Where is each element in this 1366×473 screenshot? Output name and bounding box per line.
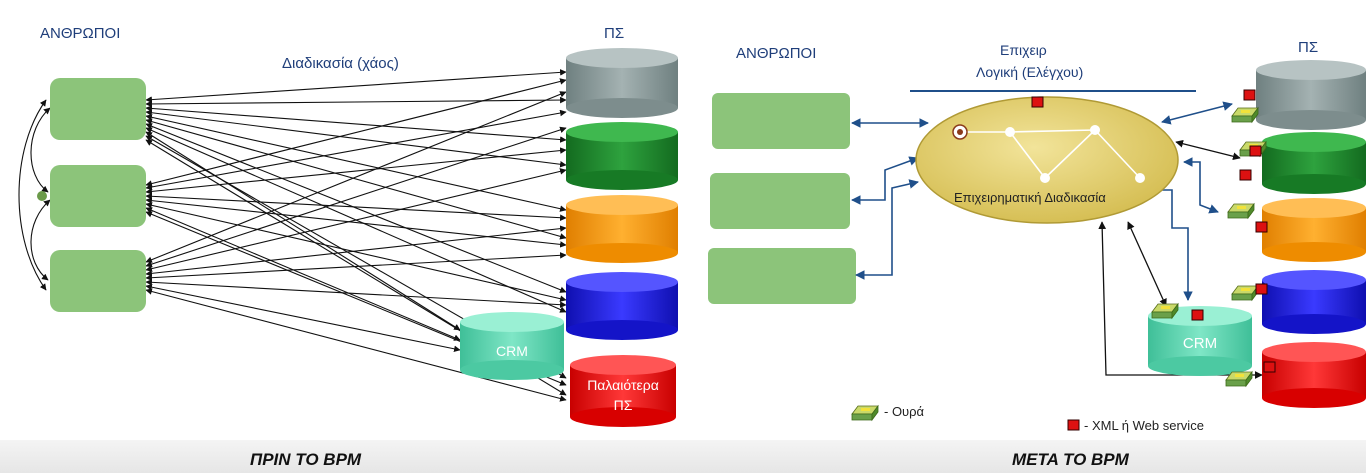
after-db-crm: [1148, 306, 1252, 376]
after-crm-label: CRM: [1183, 335, 1217, 352]
service-marker-icon: [1263, 361, 1276, 373]
before-db-gray: [566, 48, 678, 118]
service-markers: [1031, 89, 1276, 373]
logic-label-line2: Λογική (Ελέγχου): [976, 64, 1083, 80]
before-db-crm: [460, 312, 564, 380]
process-label: Επιχειρηματική Διαδικασία: [954, 190, 1106, 205]
before-process-label: Διαδικασία (χάος): [282, 55, 399, 72]
after-caption: ΜΕΤΑ ΤΟ BPM: [1012, 450, 1129, 469]
before-person-box-2: [50, 165, 146, 227]
queue-icon: [1231, 285, 1259, 301]
legend-service-icon: [1067, 419, 1080, 431]
legend-service-label: - XML ή Web service: [1084, 418, 1204, 433]
logic-label-line1: Επιχειρ: [1000, 42, 1047, 58]
before-systems-label: ΠΣ: [604, 25, 624, 42]
service-marker-icon: [1031, 96, 1044, 108]
service-marker-icon: [1239, 169, 1252, 181]
bottom-caption-band: [0, 440, 1366, 473]
service-marker-icon: [1255, 221, 1268, 233]
before-crm-label: CRM: [496, 343, 528, 359]
connector-dot: [37, 191, 47, 201]
legend-queue-label: - Ουρά: [884, 404, 925, 419]
before-person-box-3: [50, 250, 146, 312]
before-person-box-1: [50, 78, 146, 140]
before-db-legacy: [570, 355, 676, 427]
after-person-box-1: [712, 93, 850, 149]
before-db-green: [566, 122, 678, 190]
service-marker-icon: [1255, 283, 1268, 295]
before-caption: ΠΡΙΝ ΤΟ BPM: [250, 450, 362, 469]
queue-icon: [1231, 107, 1259, 123]
service-marker-icon: [1191, 309, 1204, 321]
after-db-gray: [1256, 60, 1366, 130]
process-flow: [952, 124, 1145, 183]
after-person-box-2: [710, 173, 850, 229]
after-db-red: [1262, 342, 1366, 408]
after-db-blue: [1262, 270, 1366, 334]
service-marker-icon: [1243, 89, 1256, 101]
before-db-orange: [566, 195, 678, 263]
legend-queue-icon: [851, 405, 879, 421]
legacy-label-line1: Παλαιότερα: [587, 377, 659, 393]
after-systems-label: ΠΣ: [1298, 39, 1318, 56]
after-person-box-3: [708, 248, 856, 304]
after-people-label: ΑΝΘΡΩΠΟΙ: [736, 45, 816, 62]
legacy-label-line2: ΠΣ: [614, 397, 633, 413]
service-marker-icon: [1249, 145, 1262, 157]
after-db-green: [1262, 132, 1366, 194]
after-db-orange: [1262, 198, 1366, 262]
queue-icon: [1227, 203, 1255, 219]
before-people-label: ΑΝΘΡΩΠΟΙ: [40, 25, 120, 42]
before-db-blue: [566, 272, 678, 340]
